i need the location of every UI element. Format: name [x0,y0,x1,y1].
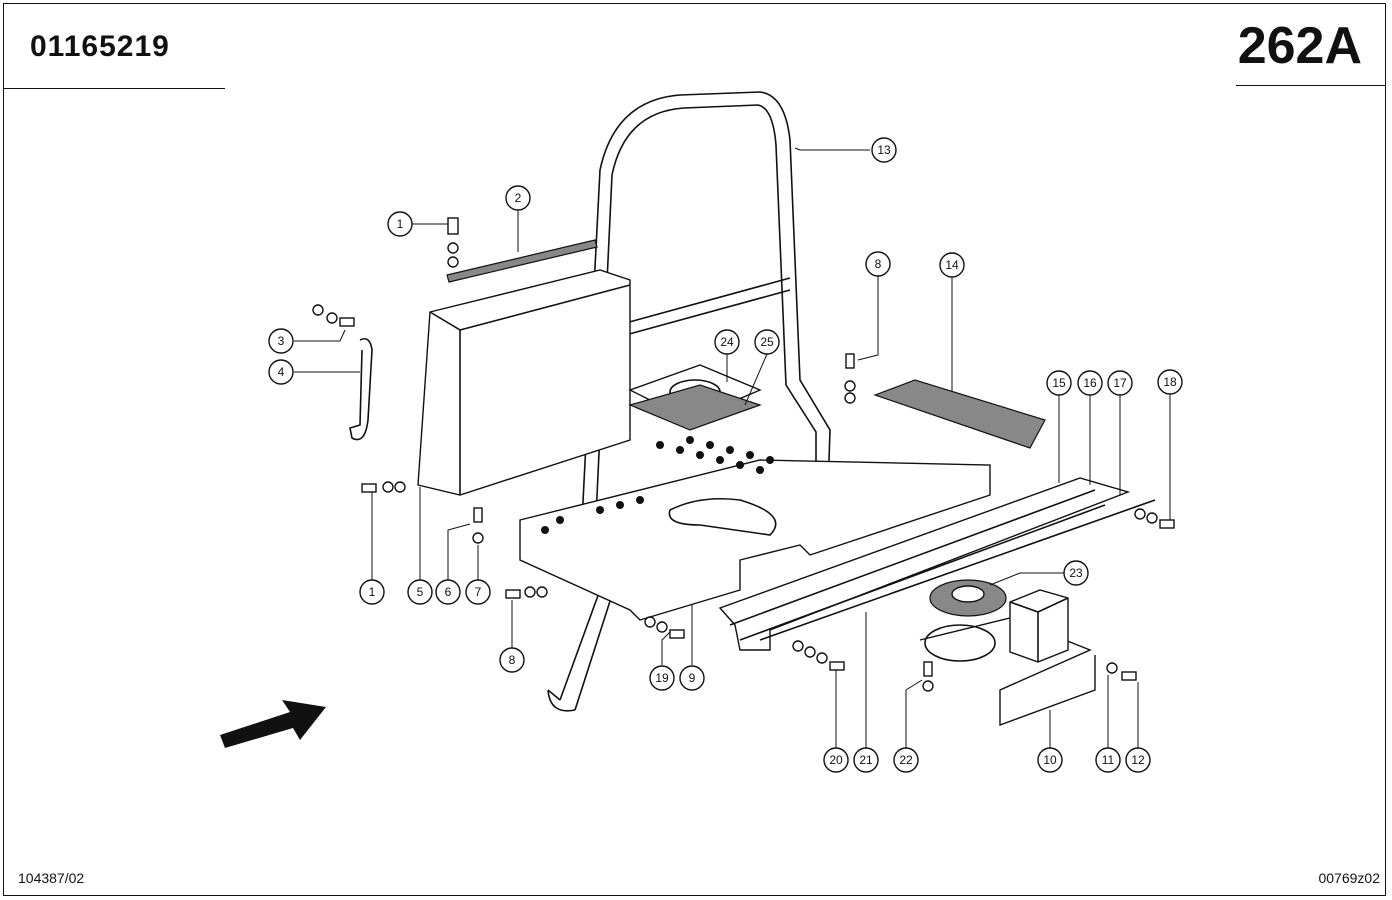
callout-5: 5 [407,579,433,605]
callout-19: 19 [649,665,675,691]
callout-12: 12 [1125,747,1151,773]
bracket-base [919,617,1096,727]
bracket [349,337,373,441]
page-code: 262A [1237,17,1362,75]
svg-text:22: 22 [899,753,913,767]
callout-11: 11 [1095,747,1121,773]
footer-ref-left: 104387/02 [18,870,85,886]
callout-7: 7 [465,579,491,605]
callout-20: 20 [823,747,849,773]
cover-housing [417,269,631,496]
floor-perforations [541,436,774,534]
callout-4: 4 [268,359,294,385]
fasteners [312,217,1175,692]
page-frame [3,3,1386,896]
svg-text:19: 19 [655,671,669,685]
svg-text:25: 25 [760,335,774,349]
callout-23: 23 [1063,560,1089,586]
callout-22: 22 [893,747,919,773]
footer-ref-right: 00769z02 [1318,870,1380,886]
svg-text:9: 9 [689,671,696,685]
grommet-hole [951,585,985,603]
callout-3: 3 [268,328,294,354]
callout-24: 24 [714,329,740,355]
svg-text:7: 7 [475,585,482,599]
svg-text:1: 1 [397,217,404,231]
svg-text:6: 6 [445,585,452,599]
panel-plate [873,379,1046,449]
callout-14: 14 [939,252,965,278]
svg-text:24: 24 [720,335,734,349]
base-hole [924,624,996,662]
header-rule-right [1236,85,1386,86]
callout-25: 25 [754,329,780,355]
svg-text:1: 1 [369,585,376,599]
direction-arrow [220,700,326,748]
svg-text:4: 4 [278,365,285,379]
svg-text:14: 14 [945,258,959,272]
svg-text:10: 10 [1043,753,1057,767]
svg-text:15: 15 [1052,376,1066,390]
rail-assembly [718,477,1131,651]
svg-text:5: 5 [417,585,424,599]
svg-text:20: 20 [829,753,843,767]
svg-text:18: 18 [1163,375,1177,389]
mount-block-edges [1009,597,1069,662]
callout-10: 10 [1037,747,1063,773]
svg-text:16: 16 [1083,376,1097,390]
callout-15: 15 [1046,370,1072,396]
svg-text:13: 13 [877,143,891,157]
callout-8-bottom: 8 [499,647,525,673]
callout-9: 9 [679,665,705,691]
svg-text:12: 12 [1131,753,1145,767]
svg-text:8: 8 [509,653,516,667]
callout-1-bottom: 1 [359,579,385,605]
strip [446,239,598,283]
svg-text:17: 17 [1113,376,1127,390]
callout-1: 1 [387,211,413,237]
svg-text:11: 11 [1102,753,1115,767]
callout-21: 21 [853,747,879,773]
callout-13: 13 [871,137,897,163]
floor-cutout [668,497,777,536]
svg-text:3: 3 [278,334,285,348]
callout-8-top: 8 [865,251,891,277]
svg-text:21: 21 [859,753,873,767]
header-rule-left [3,88,225,89]
svg-text:2: 2 [515,191,522,205]
mount-block [1009,589,1069,663]
roll-bar [547,91,831,712]
roll-bar-crossbar [599,277,791,343]
seat-pad [628,384,762,431]
callout-2: 2 [505,185,531,211]
callout-16: 16 [1077,370,1103,396]
svg-text:8: 8 [875,257,882,271]
rail-lines [729,489,1156,641]
callout-17: 17 [1107,370,1133,396]
cover-housing-edge [429,284,631,495]
svg-text:23: 23 [1069,566,1083,580]
callout-18: 18 [1157,369,1183,395]
document-id: 01165219 [30,30,170,63]
callout-6: 6 [435,579,461,605]
leader-lines [294,147,1171,748]
